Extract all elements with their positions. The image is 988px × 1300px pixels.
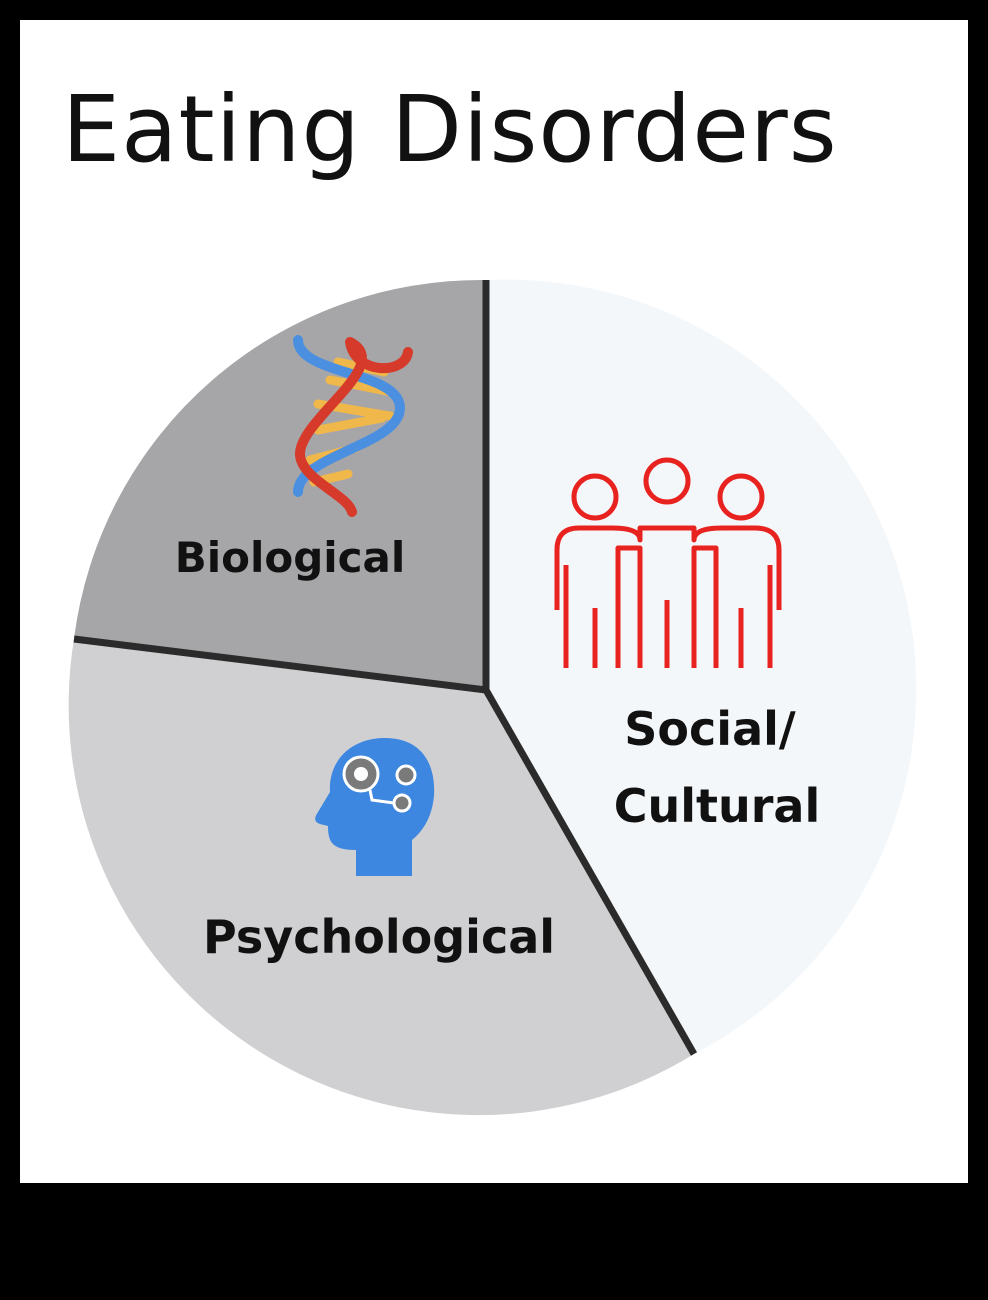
segment-psychological [68,639,695,1116]
dna-helix-icon [293,335,413,517]
segment-label-psychological: Psychological [203,910,555,964]
dna-rung [313,413,387,435]
segment-dividers [73,280,698,1056]
segment-social-cultural [486,279,917,1054]
segment-label-biological: Biological [175,533,406,582]
divider-line [482,688,698,1056]
divider-line [73,635,487,694]
diagram-title: Eating Disorders [62,76,838,183]
segment-biological [74,279,486,690]
segment-label-social-line1: Social/ [624,702,796,756]
head-gears-icon [315,738,435,876]
people-group-icon [554,457,782,668]
segment-label-social-line2: Cultural [614,779,821,833]
